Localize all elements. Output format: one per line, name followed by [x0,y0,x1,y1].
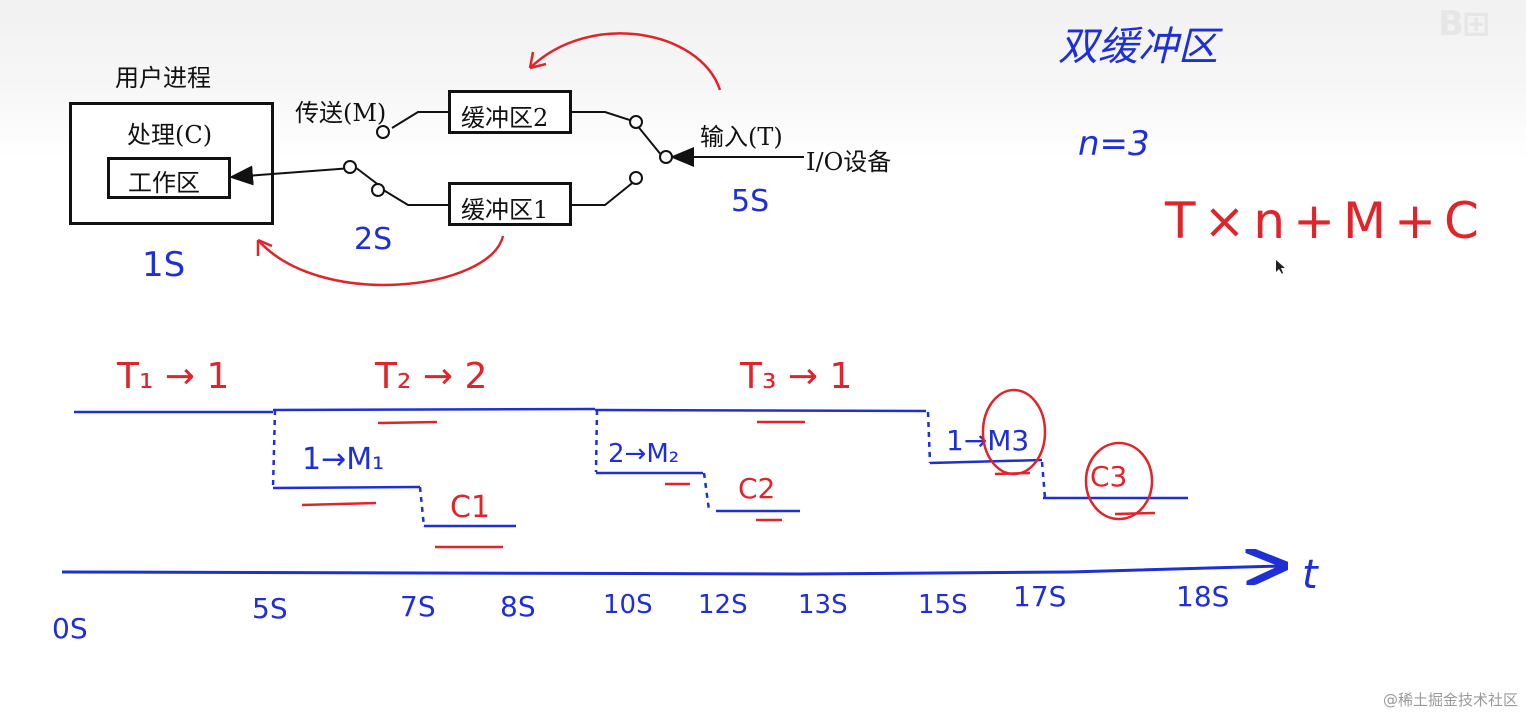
buffer-1-label: 缓冲区1 [461,196,549,224]
axis-tick-10: 10S [603,590,653,620]
double-buffer-heading: 双缓冲区 [1058,24,1218,70]
axis-tick-8: 8S [500,590,536,623]
red-flow-arcs [256,32,722,287]
axis-tick-12: 12S [698,590,748,620]
switch-m-lower-wire [379,187,448,206]
contact-t-upper [629,115,643,129]
watermark: @稀土掘金技术社区 [1382,691,1518,709]
circle-c3 [1084,441,1154,521]
contact-t-lower [629,171,643,185]
input-time: 5S [731,184,770,219]
arc-buffer1-to-process [257,235,505,287]
timeline-strokes [61,407,1282,574]
work-area-label: 工作区 [128,169,200,197]
buffer-2-label: 缓冲区2 [461,104,549,132]
switch-contacts [343,115,673,197]
dash-10s [594,409,599,473]
arc-input-to-buffer2 [529,32,722,91]
work-area-box [107,157,231,199]
axis-tick-15: 15S [918,590,968,620]
video-logo: B⊞ [1438,4,1490,44]
dash-7s [418,486,426,528]
timeline-label-m2: 2→M₂ [608,439,680,469]
axis-tick-7: 7S [400,590,436,623]
work-area-arrow [229,165,353,186]
axis-tick-0: 0S [52,612,88,645]
contact-m-lower [371,183,385,197]
red-emphasis [301,388,1156,549]
process-time: 1S [142,245,186,285]
timeline-label-c3: C3 [1090,460,1128,493]
axis-tick-17: 17S [1013,580,1067,613]
input-track-3 [594,408,927,413]
contact-m-upper [376,125,390,139]
dash-12s [702,472,711,511]
process-label: 处理(C) [127,121,213,149]
dash-15s [926,411,932,464]
n-value: n=3 [1078,124,1150,164]
axis-label-t: t [1302,552,1318,598]
contact-t-pivot [659,150,673,164]
buffer-2-box [448,90,572,134]
mouse-cursor-icon [1276,260,1285,274]
schematic-wiring [229,111,804,206]
timeline-label-c2: C2 [738,472,776,505]
buffer1-right-wire [572,179,637,206]
transfer-label: 传送(M) [295,99,387,127]
buffer2-right-wire [572,111,637,123]
buffer-1-box [448,182,572,226]
underline-m1 [301,501,377,507]
switch-m-upper-wire [391,111,448,129]
user-process-label: 用户进程 [115,64,211,92]
axis-tick-13: 13S [798,590,848,620]
input-label: 输入(T) [700,123,783,151]
timeline-label-t1: T₁ → 1 [117,356,230,397]
timeline-label-c1: C1 [450,490,491,525]
io-device-label: I/O设备 [806,148,892,176]
switch-m-lever [354,166,381,187]
timeline-label-t3: T₃ → 1 [740,356,853,397]
axis-tick-18: 18S [1176,580,1230,613]
contact-m-pivot [343,160,357,174]
timeline-label-m1: 1→M₁ [302,442,385,477]
arc-buffer1-to-process-head [256,238,273,256]
timeline-label-t2: T₂ → 2 [375,356,488,397]
circle-m3 [981,388,1047,476]
transfer-track-3 [929,458,1043,465]
axis-tick-5: 5S [252,592,288,625]
transfer-track-1 [272,485,421,490]
time-formula: T×n+M+C [1165,192,1487,250]
time-axis [61,566,1282,574]
dash-17s [1040,461,1047,499]
arc-input-to-buffer2-head [528,51,547,70]
transfer-time: 2S [354,222,393,257]
user-process-box [69,102,274,225]
input-track-2 [272,407,596,412]
switch-t-lever [635,123,663,157]
dash-5s [271,409,277,489]
underline-t2 [377,420,438,425]
